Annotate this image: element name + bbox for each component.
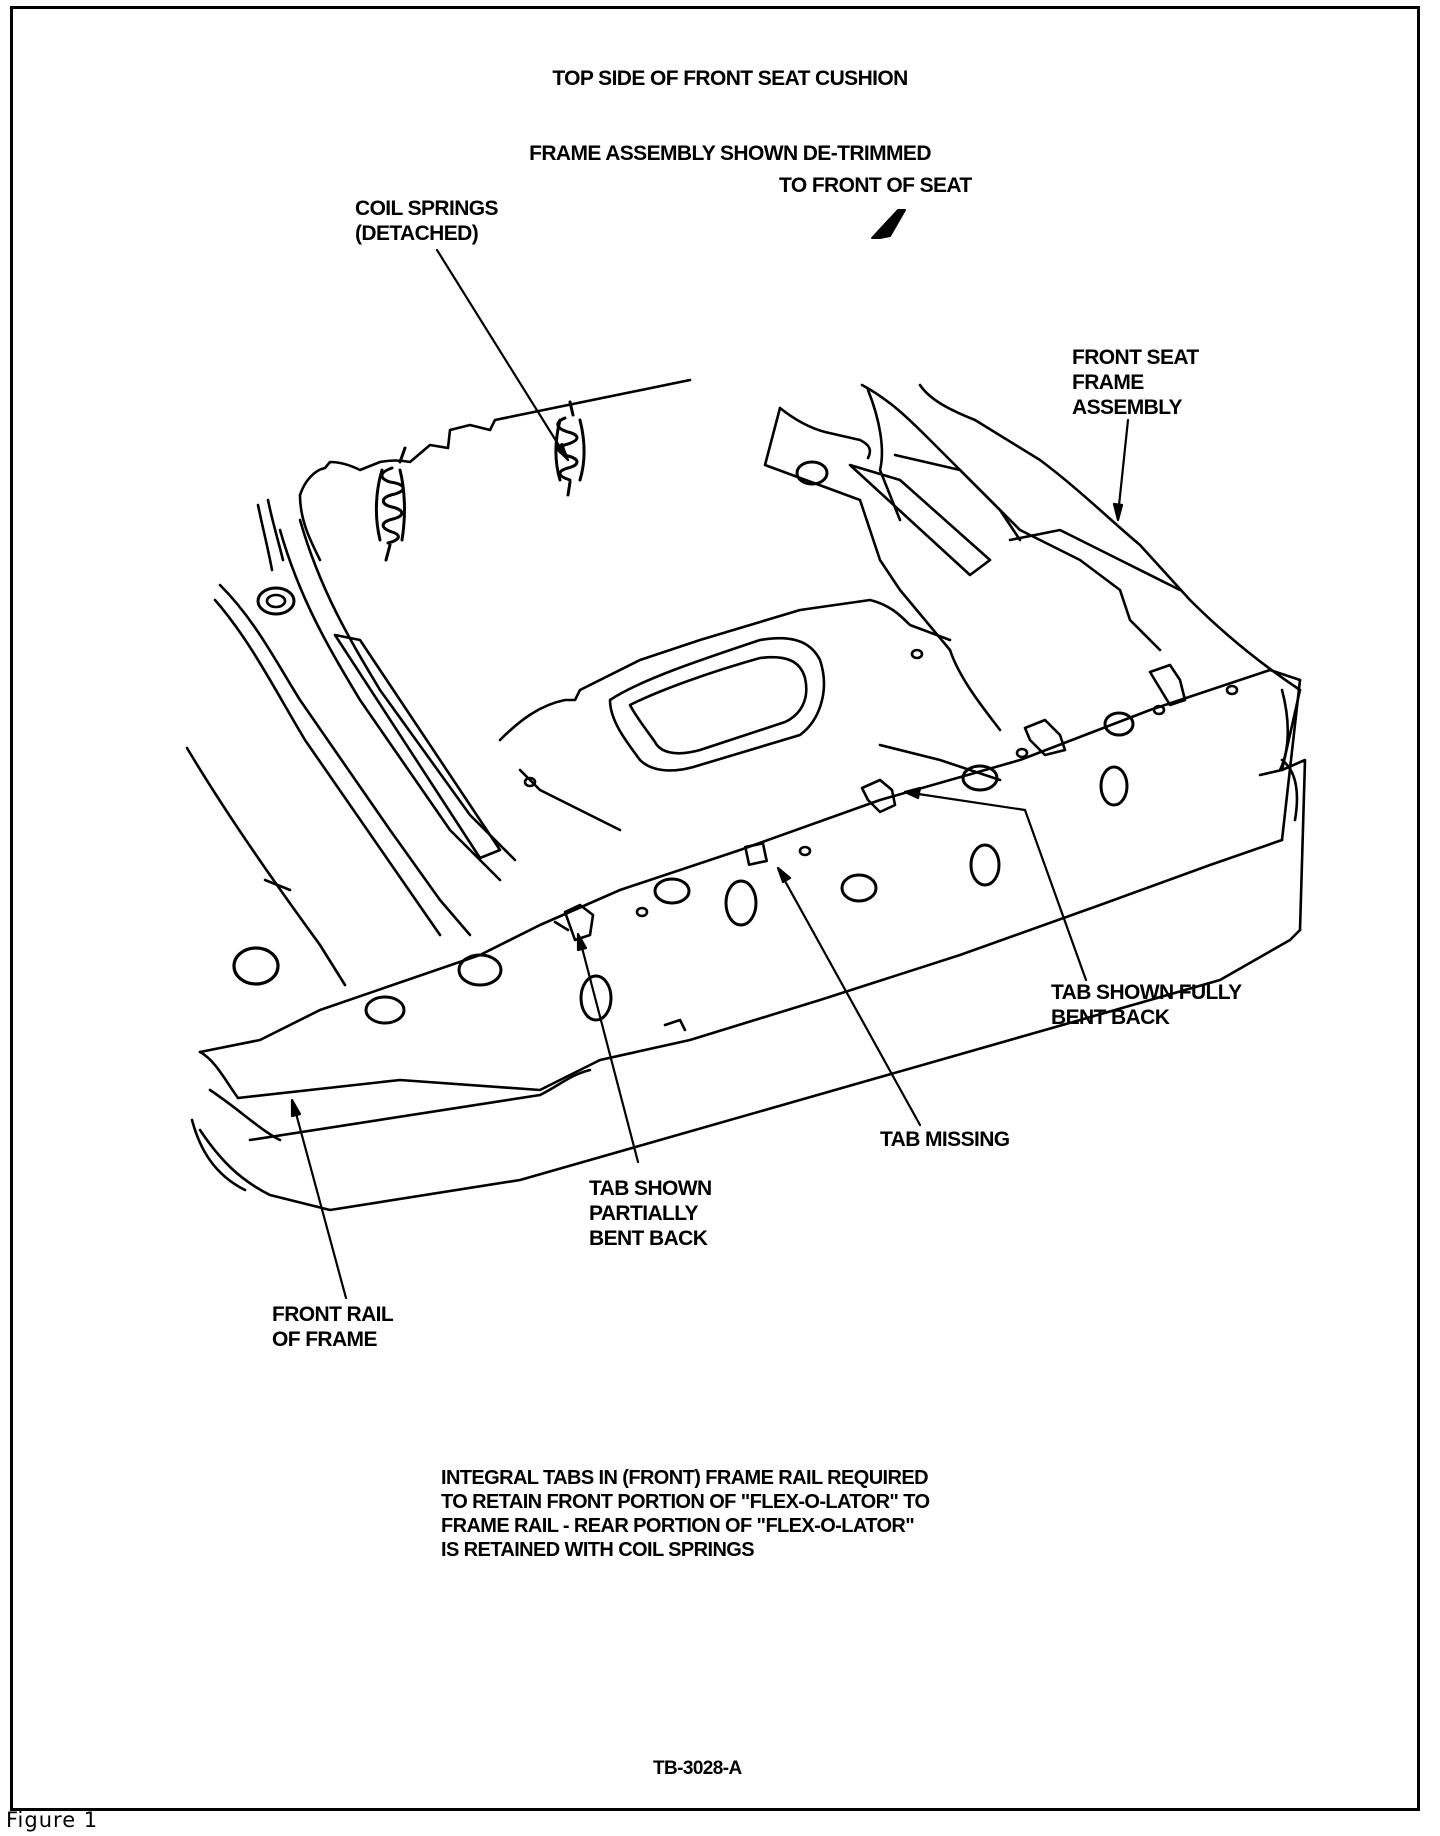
left-side-frame <box>185 498 517 987</box>
label-to-front-of-seat: TO FRONT OF SEAT <box>779 174 972 197</box>
leader-lines <box>290 248 1130 1300</box>
right-side-frame <box>763 383 1302 777</box>
figure-border <box>10 6 1420 1811</box>
rail-tabs <box>553 663 1187 1032</box>
document-number: TB-3028-A <box>653 1758 742 1779</box>
note-text: INTEGRAL TABS IN (FRONT) FRAME RAIL REQU… <box>441 1467 930 1561</box>
label-tab-partially-bent-back: TAB SHOWN PARTIALLY BENT BACK <box>589 1177 712 1250</box>
label-tab-fully-bent-back: TAB SHOWN FULLY BENT BACK <box>1051 981 1242 1029</box>
label-front-seat-frame-assembly: FRONT SEAT FRAME ASSEMBLY <box>1072 346 1199 419</box>
spring-mount-edge <box>298 378 692 562</box>
diagram-title: TOP SIDE OF FRONT SEAT CUSHION FRAME ASS… <box>430 16 1030 191</box>
to-front-arrow <box>871 209 906 239</box>
coil-spring-left <box>374 446 407 562</box>
title-line-1: TOP SIDE OF FRONT SEAT CUSHION <box>552 67 908 90</box>
title-line-2: FRAME ASSEMBLY SHOWN DE-TRIMMED <box>529 142 931 165</box>
label-front-rail-of-frame: FRONT RAIL OF FRAME <box>272 1303 394 1351</box>
figure-caption: Figure 1 <box>6 1808 99 1832</box>
label-coil-springs: COIL SPRINGS (DETACHED) <box>355 197 499 245</box>
label-tab-missing: TAB MISSING <box>880 1128 1010 1151</box>
center-cross-panel <box>498 598 1002 832</box>
